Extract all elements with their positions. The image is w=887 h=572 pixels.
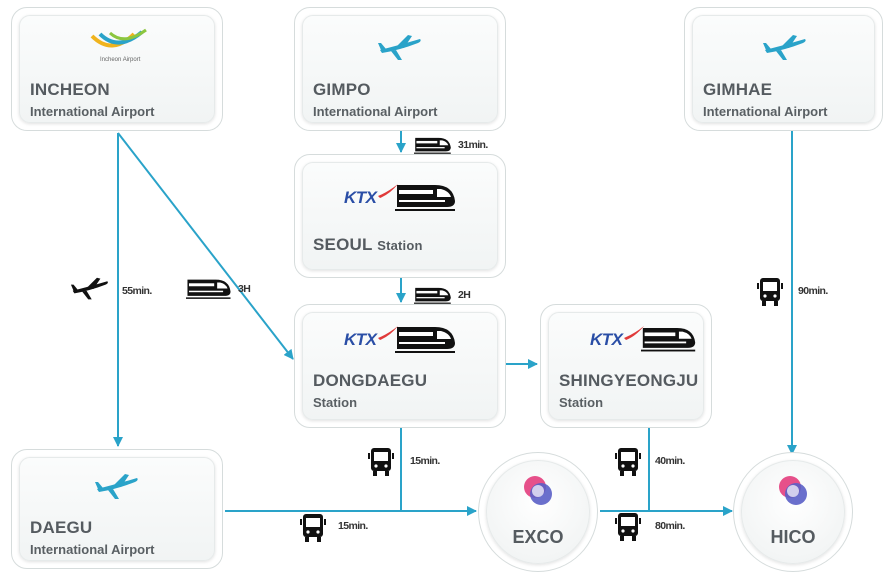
bus-icon bbox=[300, 514, 326, 542]
venue-hico[interactable]: HICO bbox=[733, 452, 853, 572]
ktx-logo: KTX bbox=[344, 330, 377, 349]
duration-exco-hico: 80min. bbox=[655, 520, 685, 532]
bus-icon bbox=[615, 448, 641, 476]
gimpo-sub: International Airport bbox=[313, 104, 438, 119]
incheon-airport-logo-icon bbox=[90, 28, 147, 48]
daegu-name: DAEGU bbox=[30, 518, 93, 537]
shingyeongju-name: SHINGYEONGJU bbox=[559, 371, 699, 390]
shingyeongju-sub: Station bbox=[559, 395, 604, 410]
gimhae-sub: International Airport bbox=[703, 104, 828, 119]
airplane-icon bbox=[70, 277, 108, 300]
airplane-icon bbox=[763, 35, 806, 60]
airplane-icon bbox=[378, 35, 421, 60]
exco-name: EXCO bbox=[512, 527, 564, 547]
duration-gimhae-hico: 90min. bbox=[798, 285, 828, 297]
gimhae-name: GIMHAE bbox=[703, 80, 773, 99]
venue-exco[interactable]: EXCO bbox=[478, 452, 598, 572]
train-icon bbox=[414, 137, 451, 154]
ktx-swoosh-icon bbox=[378, 184, 398, 198]
daegu-sub: International Airport bbox=[30, 542, 155, 557]
node-daegu-airport[interactable]: DAEGU International Airport bbox=[11, 449, 223, 569]
duration-shingyeongju-hico: 40min. bbox=[655, 455, 685, 467]
node-seoul-station[interactable]: KTX SEOUL Station bbox=[294, 154, 506, 278]
node-dongdaegu-station[interactable]: KTX DONGDAEGU Station bbox=[294, 304, 506, 428]
node-gimpo[interactable]: GIMPO International Airport bbox=[294, 7, 506, 131]
dongdaegu-name: DONGDAEGU bbox=[313, 371, 428, 390]
seoul-name-suffix: Station bbox=[377, 238, 423, 253]
seoul-name: SEOUL Station bbox=[313, 235, 423, 255]
duration-dongdaegu-exco: 15min. bbox=[410, 455, 440, 467]
ktx-swoosh-icon bbox=[624, 326, 644, 340]
bus-icon bbox=[368, 448, 394, 476]
duration-gimpo-seoul: 31min. bbox=[458, 139, 488, 151]
incheon-sub: International Airport bbox=[30, 104, 155, 119]
seoul-name-text: SEOUL bbox=[313, 235, 373, 254]
airplane-icon bbox=[95, 474, 138, 499]
gimpo-name: GIMPO bbox=[313, 80, 371, 99]
bus-icon bbox=[757, 278, 783, 306]
duration-daegu-exco: 15min. bbox=[338, 520, 368, 532]
venue-logo-icon bbox=[524, 476, 552, 505]
incheon-logo-text: Incheon Airport bbox=[100, 57, 141, 63]
train-icon bbox=[395, 185, 455, 211]
node-shingyeongju-station[interactable]: KTX SHINGYEONGJU Station bbox=[540, 304, 712, 428]
venue-logo-icon bbox=[779, 476, 807, 505]
node-gimhae[interactable]: GIMHAE International Airport bbox=[684, 7, 883, 131]
duration-incheon-daegu: 55min. bbox=[122, 285, 152, 297]
ktx-swoosh-icon bbox=[378, 326, 398, 340]
train-icon bbox=[395, 327, 455, 353]
ktx-logo: KTX bbox=[590, 330, 623, 349]
incheon-name: INCHEON bbox=[30, 80, 110, 99]
route-incheon-dongdaegu bbox=[117, 132, 294, 360]
duration-incheon-dongdaegu: 3H bbox=[238, 283, 251, 295]
bus-icon bbox=[615, 513, 641, 541]
hico-name: HICO bbox=[770, 527, 816, 547]
train-icon bbox=[186, 279, 231, 299]
dongdaegu-sub: Station bbox=[313, 395, 358, 410]
node-incheon[interactable]: Incheon Airport INCHEON International Ai… bbox=[11, 7, 223, 131]
duration-seoul-dongdaegu: 2H bbox=[458, 289, 471, 301]
train-icon bbox=[641, 327, 696, 352]
train-icon bbox=[414, 287, 451, 304]
ktx-logo: KTX bbox=[344, 188, 377, 207]
